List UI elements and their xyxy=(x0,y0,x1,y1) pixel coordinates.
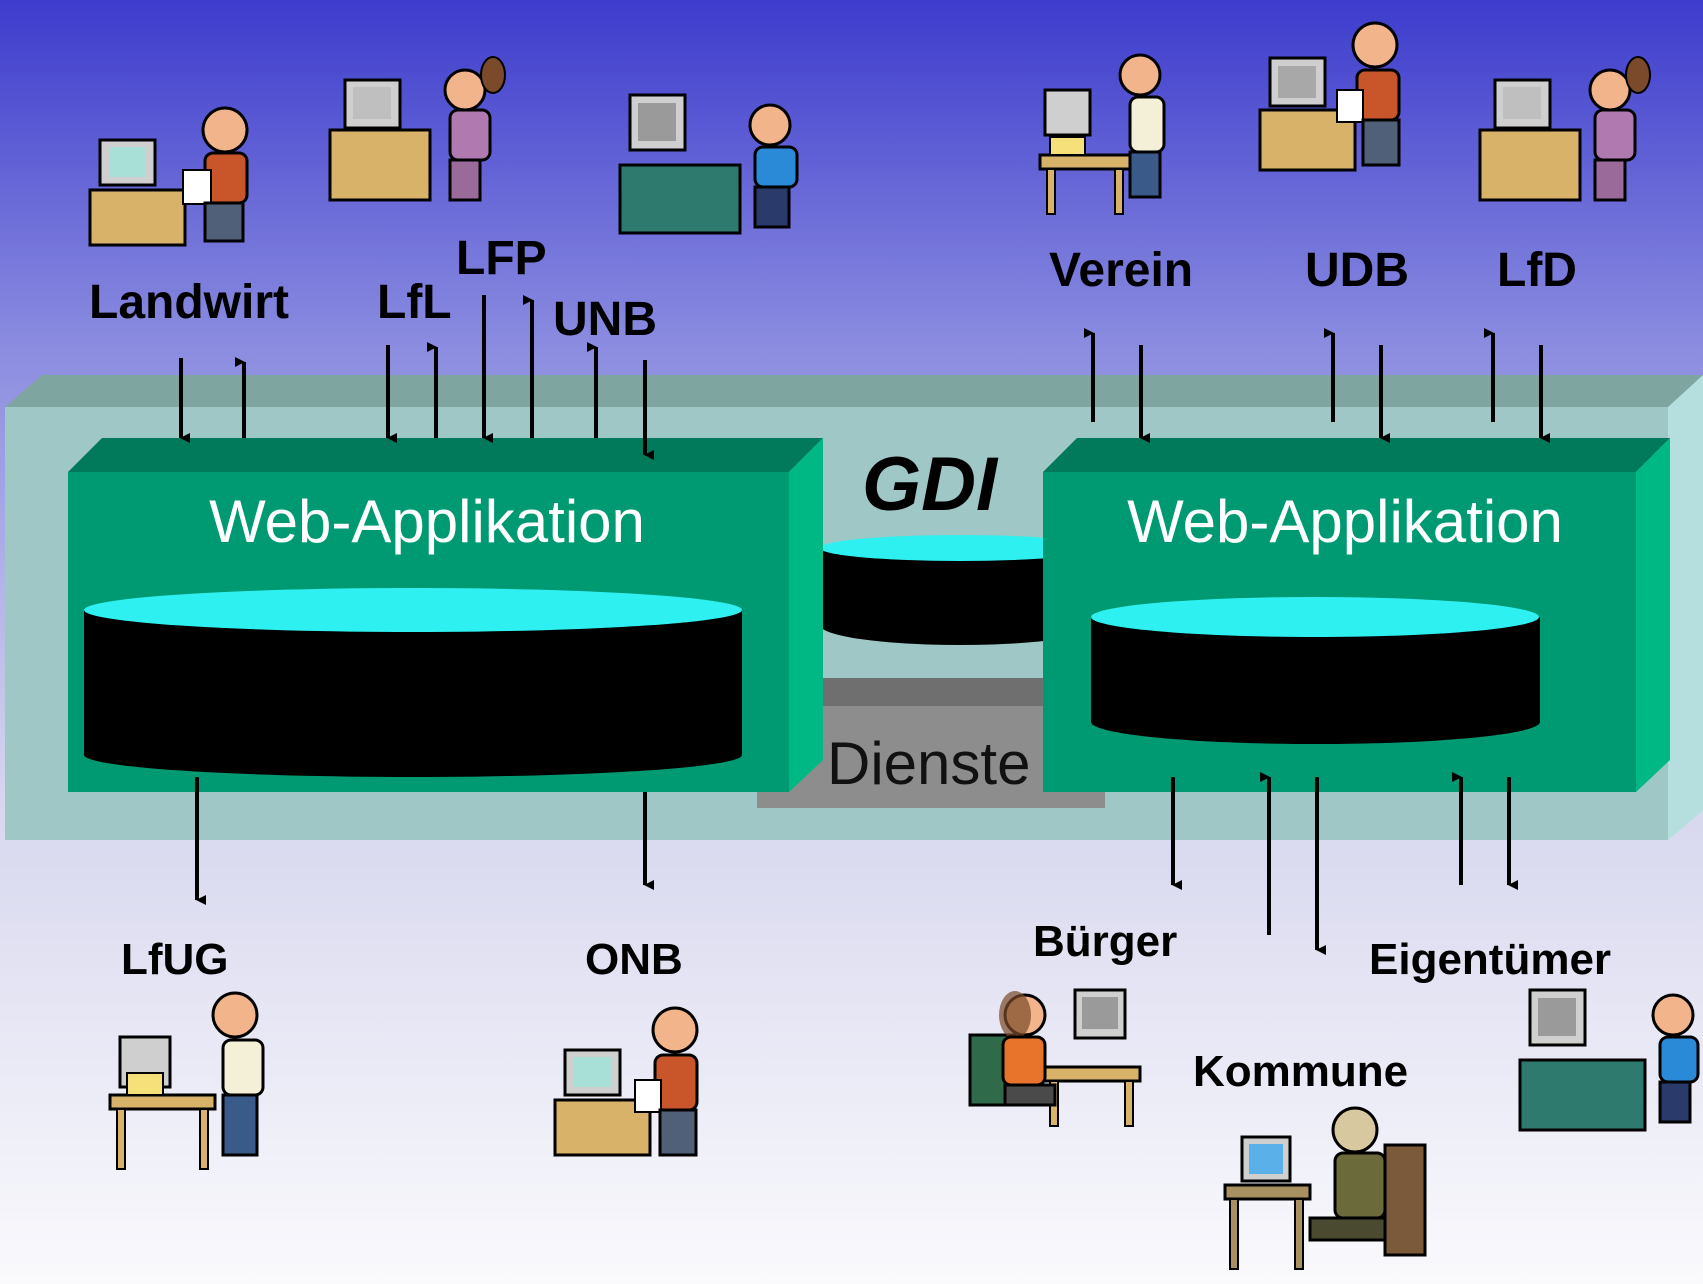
gdi-db-body xyxy=(820,548,1100,645)
old-man-typing-at-computer-icon xyxy=(1518,988,1700,1132)
web-application-left: Web-Applikation xyxy=(68,438,823,792)
app-right-label: Web-Applikation xyxy=(1127,488,1563,555)
gdi-label: GDI xyxy=(862,442,999,527)
man-at-computer-holding-paper-icon xyxy=(88,106,249,247)
man-typing-at-computer-icon xyxy=(1038,53,1166,215)
label-lfd: LfD xyxy=(1497,244,1577,297)
user-figures xyxy=(88,21,1700,1270)
platform-top-face xyxy=(5,375,1703,407)
services-label: Dienste xyxy=(827,730,1030,797)
app-left-db-top xyxy=(84,588,742,632)
app-right-db-top xyxy=(1091,597,1539,637)
app-left-label: Web-Applikation xyxy=(209,488,645,555)
label-eigentuemer: Eigentümer xyxy=(1369,935,1611,984)
connection-arrows xyxy=(179,295,1550,955)
old-man-typing-at-computer-icon xyxy=(618,93,799,235)
gdi-central-database xyxy=(820,535,1100,645)
app-right-top-face xyxy=(1043,438,1670,472)
app-left-side-face xyxy=(789,438,823,792)
label-buerger: Bürger xyxy=(1033,917,1177,966)
woman-typing-at-computer-icon xyxy=(968,988,1142,1127)
user-labels: Landwirt LfL LFP UNB Verein UDB LfD LfUG… xyxy=(89,232,1611,1096)
platform-side-face xyxy=(1668,375,1703,840)
label-unb: UNB xyxy=(553,293,657,346)
man-at-computer-holding-paper-icon xyxy=(1258,21,1401,172)
woman-typing-at-computer-icon xyxy=(1478,56,1651,202)
app-left-db-body xyxy=(84,610,742,777)
label-onb: ONB xyxy=(585,935,683,984)
app-right-db-body xyxy=(1091,617,1540,745)
label-lfp: LFP xyxy=(456,232,547,285)
man-at-computer-holding-paper-icon xyxy=(553,1006,699,1157)
gdi-db-top xyxy=(820,535,1100,561)
label-udb: UDB xyxy=(1305,244,1409,297)
web-application-right: Web-Applikation xyxy=(1043,438,1670,792)
label-landwirt: Landwirt xyxy=(89,276,289,329)
label-verein: Verein xyxy=(1049,244,1193,297)
app-right-side-face xyxy=(1636,438,1670,792)
label-kommune: Kommune xyxy=(1193,1047,1408,1096)
app-left-top-face xyxy=(68,438,823,472)
label-lfug: LfUG xyxy=(121,935,229,984)
tired-man-typing-at-computer-icon xyxy=(108,991,265,1170)
label-lfl: LfL xyxy=(377,276,452,329)
man-relaxing-at-computer-icon xyxy=(1223,1106,1427,1270)
woman-typing-at-computer-icon xyxy=(328,56,506,202)
